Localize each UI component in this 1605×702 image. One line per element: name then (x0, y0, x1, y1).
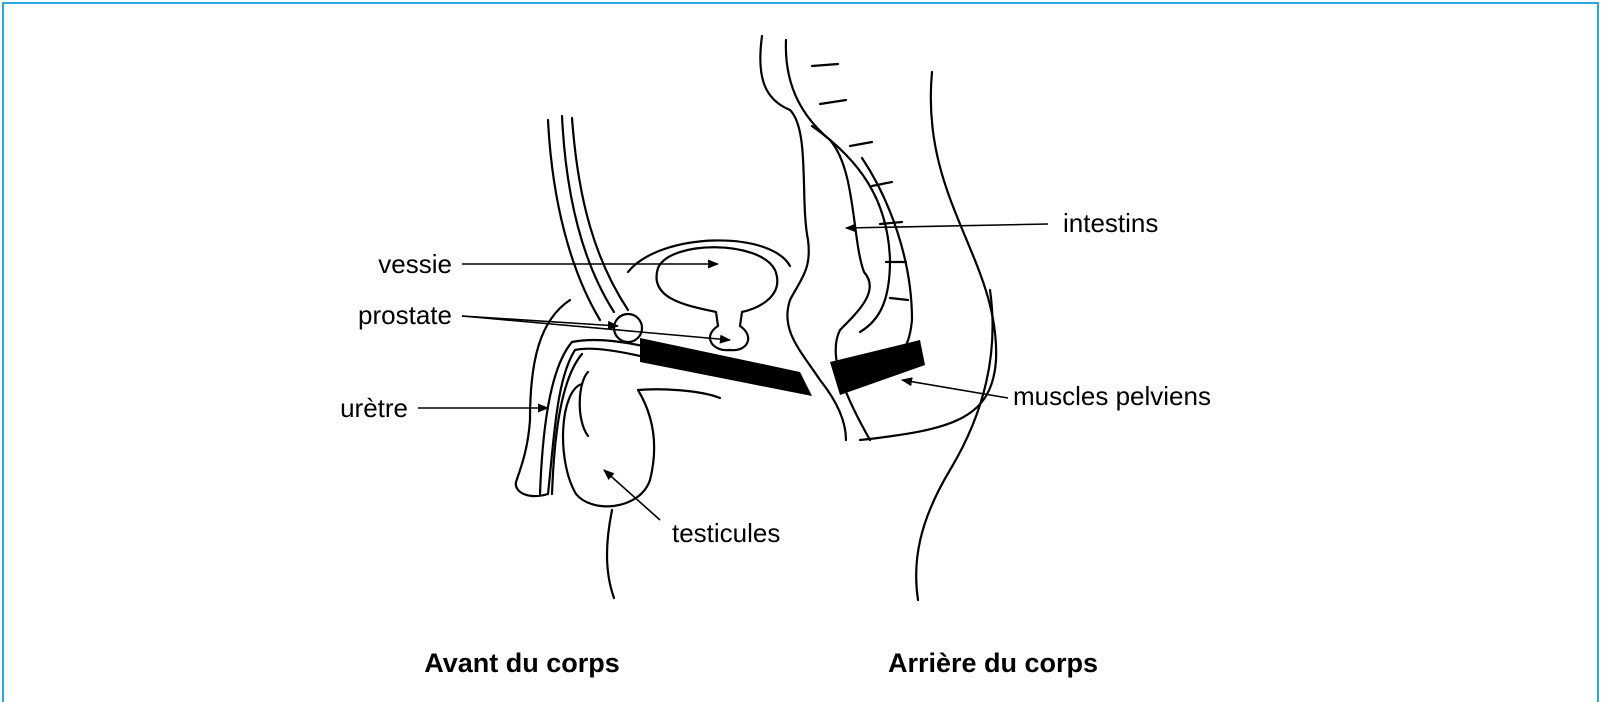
vertebra-marks (812, 64, 908, 300)
label-uretre: urètre (340, 393, 408, 423)
testicle (580, 372, 588, 436)
label-prostate: prostate (358, 300, 452, 330)
prostate-gland (614, 314, 642, 342)
label-intestins: intestins (1063, 208, 1158, 238)
scrotum-outline (563, 384, 720, 506)
label-vessie: vessie (378, 249, 452, 279)
bladder-wall (628, 240, 790, 272)
caption-back: Arrière du corps (888, 648, 1098, 678)
buttock-outline (916, 290, 992, 600)
sacrum-front (812, 126, 890, 332)
caption-front: Avant du corps (424, 648, 620, 678)
label-muscles: muscles pelviens (1013, 381, 1211, 411)
intestins-leader (846, 224, 1048, 228)
label-testicules: testicules (672, 518, 780, 548)
abdominal-wall (548, 116, 628, 320)
perineum-line (607, 510, 614, 598)
prostate-leader-2 (462, 316, 730, 340)
